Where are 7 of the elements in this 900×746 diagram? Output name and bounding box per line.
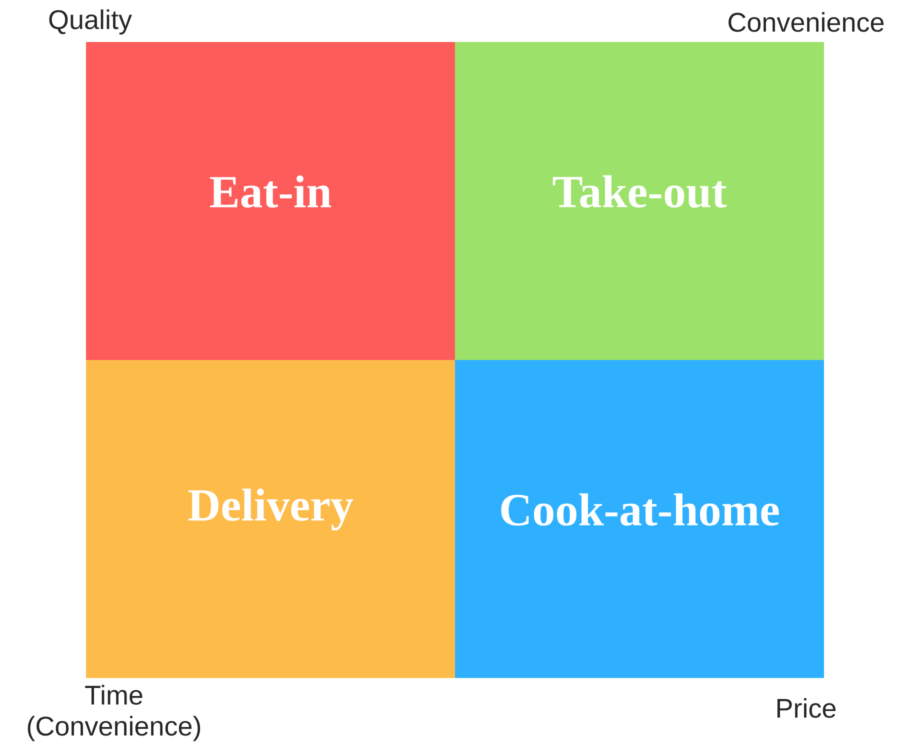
quadrant-box: Take-out bbox=[455, 42, 824, 360]
quadrant-box: Delivery bbox=[86, 360, 455, 678]
quadrant-box: Eat-in bbox=[86, 42, 455, 360]
axis-label: Quality bbox=[49, 9, 132, 35]
quadrant-box: Cook-at-home bbox=[455, 360, 824, 678]
axis-label: Convenience bbox=[728, 12, 884, 32]
axis-label: Time (Convenience) bbox=[28, 684, 200, 742]
